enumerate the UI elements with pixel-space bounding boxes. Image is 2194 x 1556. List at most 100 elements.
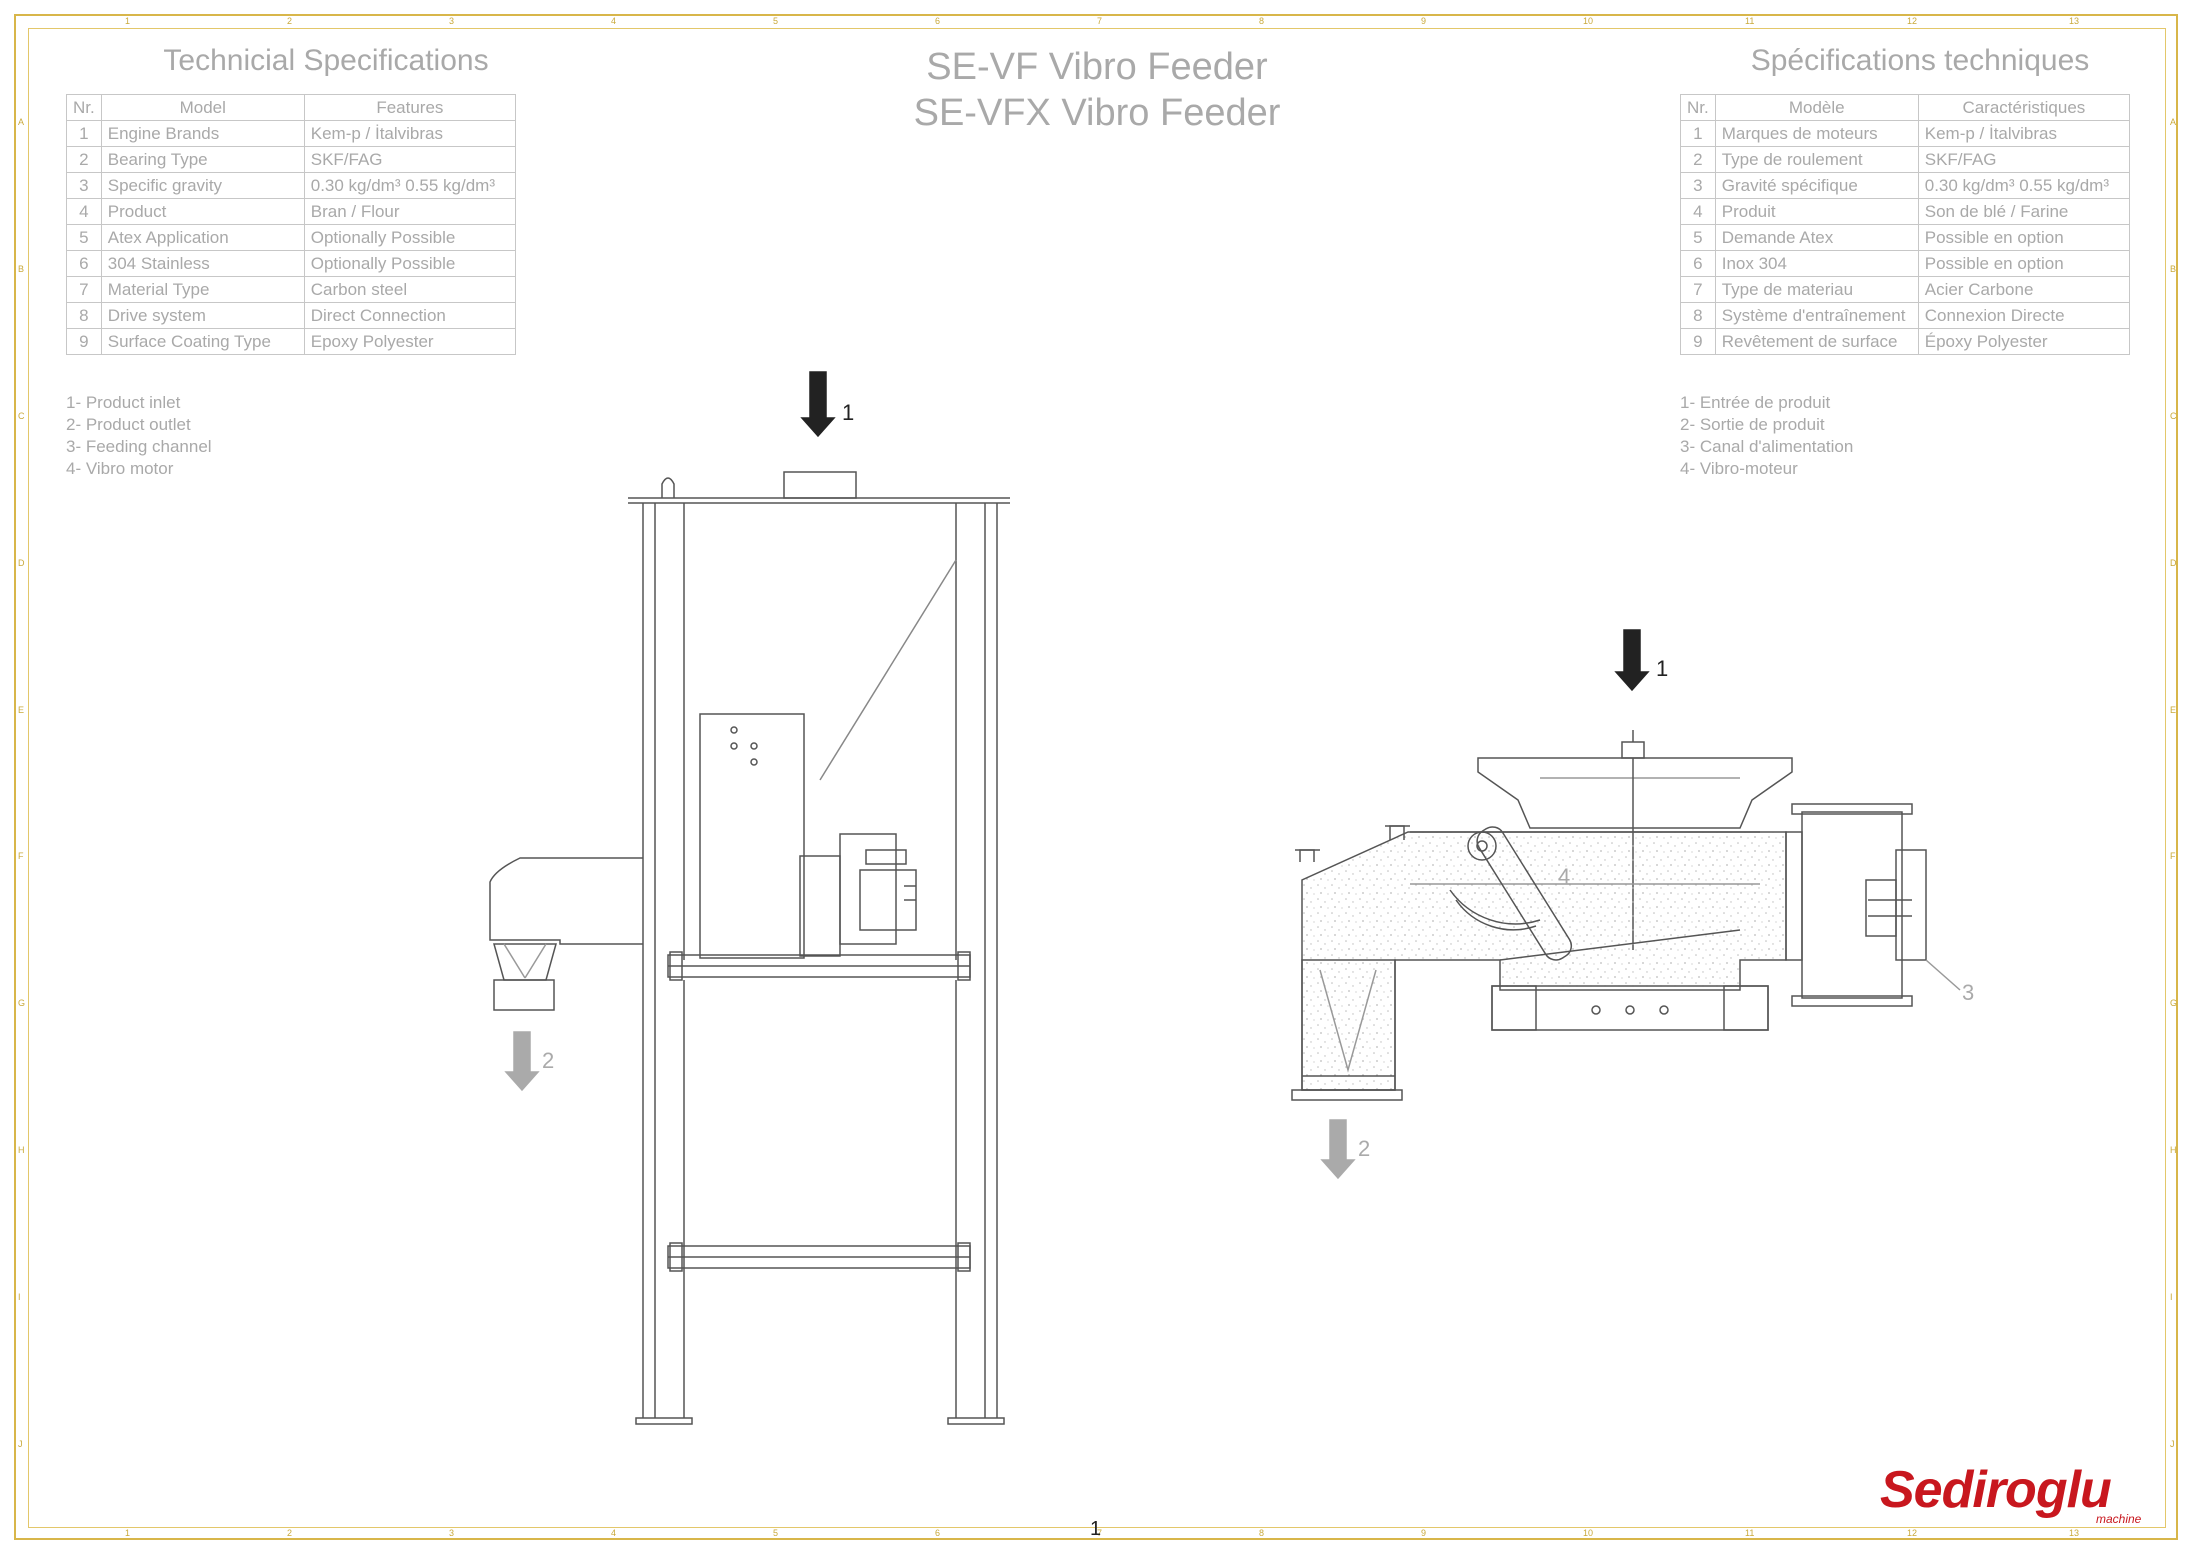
ruler-column-label: 2 bbox=[287, 16, 293, 26]
vertical-feeder-drawing bbox=[489, 471, 1010, 1425]
ruler-row-label: F bbox=[2170, 851, 2176, 861]
legend-item: 1- Entrée de produit bbox=[1680, 393, 1831, 412]
cell-model: Specific gravity bbox=[100, 172, 305, 199]
legend-fr: 1- Entrée de produit 2- Sortie de produi… bbox=[1680, 392, 1853, 480]
callout-channel-right: 3 bbox=[1962, 980, 1975, 1005]
cell-model: Marques de moteurs bbox=[1714, 120, 1919, 147]
company-logo-sub: machine bbox=[2096, 1512, 2142, 1526]
cell-nr: 5 bbox=[1680, 224, 1716, 251]
ruler-row-label: I bbox=[18, 1292, 21, 1302]
ruler-column-label: 8 bbox=[1259, 1528, 1265, 1538]
title-line-1: SE-VF Vibro Feeder bbox=[926, 46, 1268, 88]
legend-item: 3- Canal d'alimentation bbox=[1680, 437, 1854, 456]
horizontal-feeder-drawing bbox=[1291, 730, 1961, 1101]
callout-inlet-left: 1 bbox=[842, 400, 855, 425]
ruler-row-label: D bbox=[18, 558, 25, 568]
ruler-row-label: B bbox=[18, 264, 25, 274]
legend-en: 1- Product inlet 2- Product outlet 3- Fe… bbox=[66, 392, 212, 480]
cell-feature: Acier Carbone bbox=[1917, 276, 2131, 303]
ruler-column-label: 5 bbox=[773, 1528, 779, 1538]
ruler-row-label: I bbox=[2170, 1292, 2173, 1302]
cell-model: Engine Brands bbox=[100, 120, 305, 147]
inlet-arrow-icon bbox=[800, 371, 836, 438]
ruler-column-label: 13 bbox=[2069, 1528, 2080, 1538]
ruler-column-label: 3 bbox=[449, 16, 455, 26]
company-logo: Sediroglu bbox=[1880, 1461, 2112, 1519]
ruler-column-label: 9 bbox=[1421, 16, 1427, 26]
ruler-row-label: C bbox=[18, 411, 25, 421]
ruler-column-label: 4 bbox=[611, 16, 617, 26]
cell-model: 304 Stainless bbox=[100, 250, 305, 277]
spec-fr-title: Spécifications techniques bbox=[1750, 44, 2090, 77]
ruler-column-label: 8 bbox=[1259, 16, 1265, 26]
cell-nr: 4 bbox=[66, 198, 102, 225]
ruler-column-label: 4 bbox=[611, 1528, 617, 1538]
legend-item: 4- Vibro-moteur bbox=[1680, 459, 1798, 478]
cell-feature: Possible en option bbox=[1917, 224, 2131, 251]
cell-nr: 1 bbox=[66, 120, 102, 147]
ruler-row-label: H bbox=[18, 1145, 25, 1155]
ruler-column-label: 6 bbox=[935, 16, 941, 26]
ruler-row-label: F bbox=[18, 851, 24, 861]
cell-model: Atex Application bbox=[100, 224, 305, 251]
ruler-column-label: 12 bbox=[1907, 1528, 1918, 1538]
cell-feature: SKF/FAG bbox=[303, 146, 517, 173]
ruler-column-label: 10 bbox=[1583, 16, 1594, 26]
ruler-row-label: E bbox=[2170, 705, 2177, 715]
cell-feature: 0.30 kg/dm³ 0.55 kg/dm³ bbox=[303, 172, 517, 199]
cell-feature: SKF/FAG bbox=[1917, 146, 2131, 173]
cell-model: Material Type bbox=[100, 276, 305, 303]
ruler-row-label: C bbox=[2170, 411, 2177, 421]
cell-nr: 2 bbox=[1680, 146, 1716, 173]
ruler-column-label: 3 bbox=[449, 1528, 455, 1538]
ruler-row-label: G bbox=[18, 998, 26, 1008]
ruler-column-label: 6 bbox=[935, 1528, 941, 1538]
legend-item: 2- Product outlet bbox=[66, 415, 191, 434]
ruler-row-label: J bbox=[18, 1439, 23, 1449]
cell-model: Type de roulement bbox=[1714, 146, 1919, 173]
col-header-model: Model bbox=[100, 94, 305, 121]
cell-nr: 5 bbox=[66, 224, 102, 251]
drawing-frame bbox=[14, 14, 2178, 1540]
cell-feature: Connexion Directe bbox=[1917, 302, 2131, 329]
ruler-column-label: 13 bbox=[2069, 16, 2080, 26]
ruler-column-label: 7 bbox=[1097, 1528, 1103, 1538]
drawing-inner-frame bbox=[28, 28, 2166, 1528]
cell-model: Gravité spécifique bbox=[1714, 172, 1919, 199]
ruler-column-label: 9 bbox=[1421, 1528, 1427, 1538]
cell-feature: Kem-p / İtalvibras bbox=[1917, 120, 2131, 147]
cell-model: Surface Coating Type bbox=[100, 328, 305, 355]
page-number: 1 bbox=[1090, 1518, 1102, 1540]
outlet-arrow-icon bbox=[1320, 1119, 1356, 1180]
cell-feature: Possible en option bbox=[1917, 250, 2131, 277]
drawing-title: SE-VF Vibro Feeder SE-VFX Vibro Feeder bbox=[0, 44, 2194, 136]
callout-inlet-right: 1 bbox=[1656, 656, 1669, 681]
cell-model: Type de materiau bbox=[1714, 276, 1919, 303]
ruler-row-label: A bbox=[18, 117, 25, 127]
ruler-row-label: J bbox=[2170, 1439, 2175, 1449]
cell-nr: 9 bbox=[66, 328, 102, 355]
inlet-arrow-icon bbox=[1614, 629, 1650, 692]
cell-model: Système d'entraînement bbox=[1714, 302, 1919, 329]
cell-feature: Epoxy Polyester bbox=[303, 328, 517, 355]
cell-model: Revêtement de surface bbox=[1714, 328, 1919, 355]
ruler-column-label: 11 bbox=[1745, 1528, 1755, 1538]
cell-model: Drive system bbox=[100, 302, 305, 329]
ruler-column-label: 12 bbox=[1907, 16, 1918, 26]
legend-item: 3- Feeding channel bbox=[66, 437, 212, 456]
ruler-row-label: G bbox=[2170, 998, 2178, 1008]
callout-outlet-right: 2 bbox=[1358, 1136, 1371, 1161]
legend-item: 4- Vibro motor bbox=[66, 459, 174, 478]
ruler-column-label: 7 bbox=[1097, 16, 1103, 26]
callout-motor-right: 4 bbox=[1558, 864, 1571, 889]
